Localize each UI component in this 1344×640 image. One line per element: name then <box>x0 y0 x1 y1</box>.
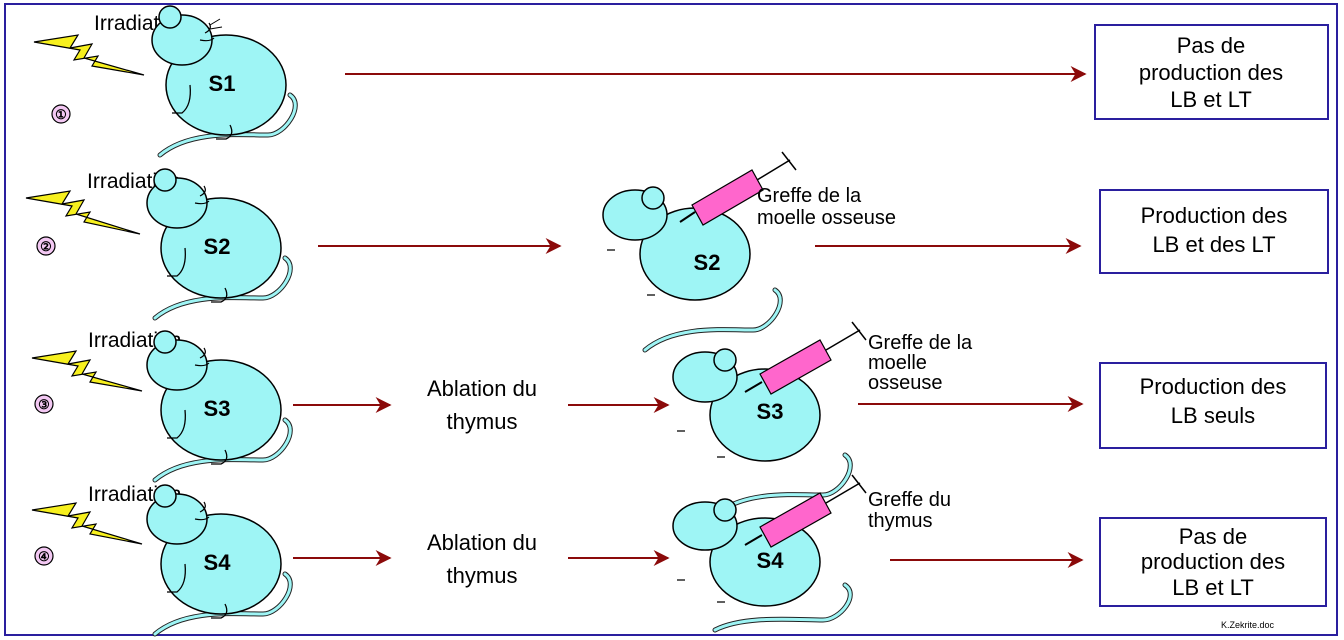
result-4-line-3: LB et LT <box>1172 575 1254 600</box>
mouse-icon-s3-treated: S3 <box>672 348 853 518</box>
graft-3-line-1: Greffe de la <box>868 332 973 354</box>
diagram-frame <box>4 3 1338 636</box>
mouse-label-s4-treated: S4 <box>757 548 785 573</box>
ablation-3-line-1: Ablation du <box>427 376 537 401</box>
lightning-icon <box>25 190 141 235</box>
number-3: ③ <box>34 394 54 414</box>
result-4-line-1: Pas de <box>1179 524 1248 549</box>
lightning-icon <box>31 502 143 545</box>
mouse-label-s2-treated: S2 <box>694 250 721 275</box>
ablation-4-line-2: thymus <box>447 563 518 588</box>
mouse-icon-s2: S2 <box>146 168 293 321</box>
number-4: ④ <box>34 546 54 566</box>
ablation-4-line-1: Ablation du <box>427 530 537 555</box>
mouse-icon-s3: S3 <box>146 330 293 483</box>
mouse-label-s4: S4 <box>204 550 232 575</box>
mouse-icon-s4-treated: S4 <box>672 498 853 633</box>
number-3-text: ③ <box>38 397 50 412</box>
row-4: ④ Irradiation S4 Ablation du thymus <box>31 474 1327 637</box>
mouse-label-s3: S3 <box>204 396 231 421</box>
result-box-1 <box>1094 24 1329 120</box>
result-1-line-1: Pas de <box>1177 33 1246 58</box>
graft-4-line-1: Greffe du <box>868 489 951 511</box>
syringe-icon <box>744 474 867 548</box>
row-1: ① Irradiation S1 Pas de production des L… <box>33 5 1329 158</box>
number-2-text: ② <box>40 239 52 254</box>
mouse-icon-s4: S4 <box>146 484 293 637</box>
result-box-3 <box>1099 362 1327 449</box>
mouse-icon-s1: S1 <box>151 5 298 158</box>
number-1-text: ① <box>55 107 67 122</box>
graft-3-line-3: osseuse <box>868 372 943 394</box>
lightning-icon <box>33 34 145 76</box>
result-1-line-2: production des <box>1139 60 1283 85</box>
number-1: ① <box>51 104 71 124</box>
mouse-label-s3-treated: S3 <box>757 399 784 424</box>
lightning-icon <box>31 350 143 392</box>
syringe-icon <box>744 321 867 395</box>
row-3: ③ Irradiation S3 Ablation du thymus <box>31 321 1327 518</box>
graft-4-line-2: thymus <box>868 510 932 532</box>
result-2-line-1: Production des <box>1141 203 1288 228</box>
mouse-label-s2: S2 <box>204 234 231 259</box>
result-box-4 <box>1099 517 1327 607</box>
mouse-label-s1: S1 <box>209 71 236 96</box>
number-2: ② <box>36 236 56 256</box>
result-2-line-2: LB et des LT <box>1152 232 1275 257</box>
ablation-3-line-2: thymus <box>447 409 518 434</box>
number-4-text: ④ <box>38 549 50 564</box>
result-3-line-1: Production des <box>1140 374 1287 399</box>
graft-2-line-1: Greffe de la <box>757 185 862 207</box>
syringe-icon <box>679 151 797 226</box>
mouse-icon-s2-treated: S2 <box>602 186 783 353</box>
result-4-line-2: production des <box>1141 549 1285 574</box>
result-1-line-3: LB et LT <box>1170 87 1252 112</box>
graft-2-line-2: moelle osseuse <box>757 207 896 229</box>
credit-text: K.Zekrite.doc <box>1221 620 1275 630</box>
row-2: ② Irradiation S2 S2 <box>25 151 1329 353</box>
result-3-line-2: LB seuls <box>1171 403 1255 428</box>
graft-3-line-2: moelle <box>868 352 927 374</box>
result-box-2 <box>1099 189 1329 274</box>
